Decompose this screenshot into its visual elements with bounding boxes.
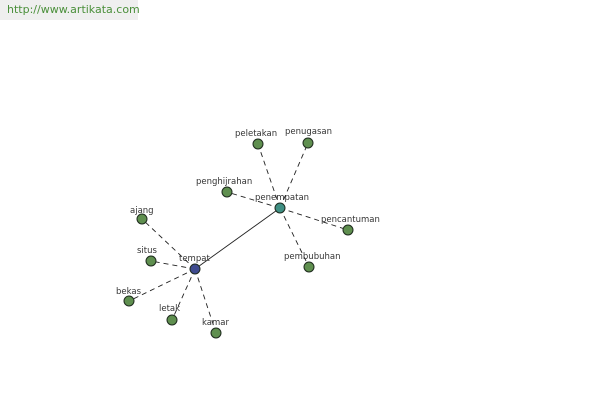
label-pencantuman: pencantuman (321, 215, 380, 225)
node-pembubuhan[interactable]: pembubuhan (284, 252, 340, 273)
source-url-banner[interactable]: http://www.artikata.com (0, 0, 140, 20)
node-tempat[interactable]: tempat (179, 254, 210, 275)
edge-penempatan-penugasan (279, 142, 309, 209)
node-peletakan[interactable]: peletakan (235, 129, 277, 150)
label-pembubuhan: pembubuhan (284, 252, 340, 262)
edge-tempat-bekas (128, 268, 196, 302)
edge-penempatan-pencantuman (279, 207, 349, 231)
label-penugasan: penugasan (285, 127, 332, 137)
edge-penempatan-pembubuhan (279, 207, 310, 268)
edge-penempatan-peletakan (257, 143, 281, 209)
label-letak: letak (159, 304, 180, 314)
label-penempatan: penempatan (255, 193, 309, 203)
node-kamar[interactable]: kamar (202, 318, 229, 339)
label-bekas: bekas (116, 287, 142, 297)
node-penghijrahan[interactable]: penghijrahan (196, 177, 252, 198)
node-situs[interactable]: situs (137, 246, 158, 267)
label-peletakan: peletakan (235, 129, 277, 139)
label-penghijrahan: penghijrahan (196, 177, 252, 187)
label-kamar: kamar (202, 318, 229, 328)
node-penugasan[interactable]: penugasan (285, 127, 332, 149)
edge-tempat-situs (150, 260, 196, 270)
node-letak[interactable]: letak (159, 304, 180, 326)
label-situs: situs (137, 246, 158, 256)
node-penempatan[interactable]: penempatan (255, 193, 309, 214)
node-bekas[interactable]: bekas (116, 287, 142, 307)
edge-tempat-ajang (141, 218, 196, 270)
edge-tempat-penempatan (194, 207, 281, 270)
label-tempat: tempat (179, 254, 210, 264)
edge-tempat-letak (171, 268, 196, 321)
node-ajang[interactable]: ajang (130, 206, 154, 225)
edge-tempat-kamar (194, 268, 217, 334)
edge-penempatan-penghijrahan (226, 191, 281, 209)
node-pencantuman[interactable]: pencantuman (321, 215, 380, 236)
label-ajang: ajang (130, 206, 154, 216)
